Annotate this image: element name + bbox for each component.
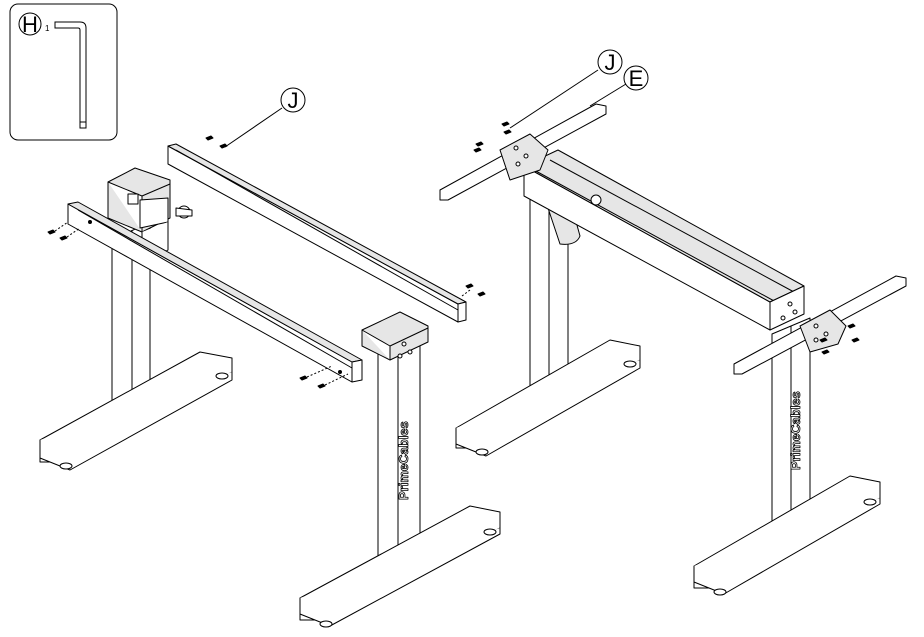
- right-leg-brand: PrimeCables: [788, 391, 803, 470]
- left-frame: PrimeCables J: [39, 87, 501, 628]
- left-back-crossbar: [167, 143, 467, 323]
- left-screws-back: [205, 135, 486, 297]
- callout-j-left-label: J: [288, 88, 299, 113]
- callout-j-right: J: [597, 49, 623, 75]
- left-front-crossbar: [67, 201, 363, 383]
- left-screws-front: [47, 221, 349, 389]
- right-top-bracket-back: [439, 103, 607, 201]
- allen-key-icon: [54, 21, 87, 129]
- callout-h: H 1: [18, 12, 50, 37]
- right-frame: PrimeCables: [439, 49, 907, 596]
- callout-h-subscript: 1: [45, 24, 50, 33]
- callout-j-left: J: [280, 87, 306, 113]
- left-leg-brand: PrimeCables: [396, 421, 411, 500]
- tool-inset: H 1: [9, 3, 118, 141]
- callout-j-right-label: J: [605, 50, 616, 75]
- left-motor-housing: [107, 167, 193, 255]
- right-back-leg: [455, 169, 641, 457]
- left-front-leg: [299, 311, 501, 628]
- callout-h-label: H: [22, 12, 38, 37]
- right-long-beams: [523, 149, 805, 331]
- right-screws: [473, 121, 860, 355]
- callout-e: E: [623, 65, 649, 91]
- left-back-leg: [39, 221, 233, 471]
- right-top-bracket-front: [733, 275, 907, 375]
- callout-e-label: E: [629, 66, 644, 91]
- right-front-leg: [693, 317, 881, 596]
